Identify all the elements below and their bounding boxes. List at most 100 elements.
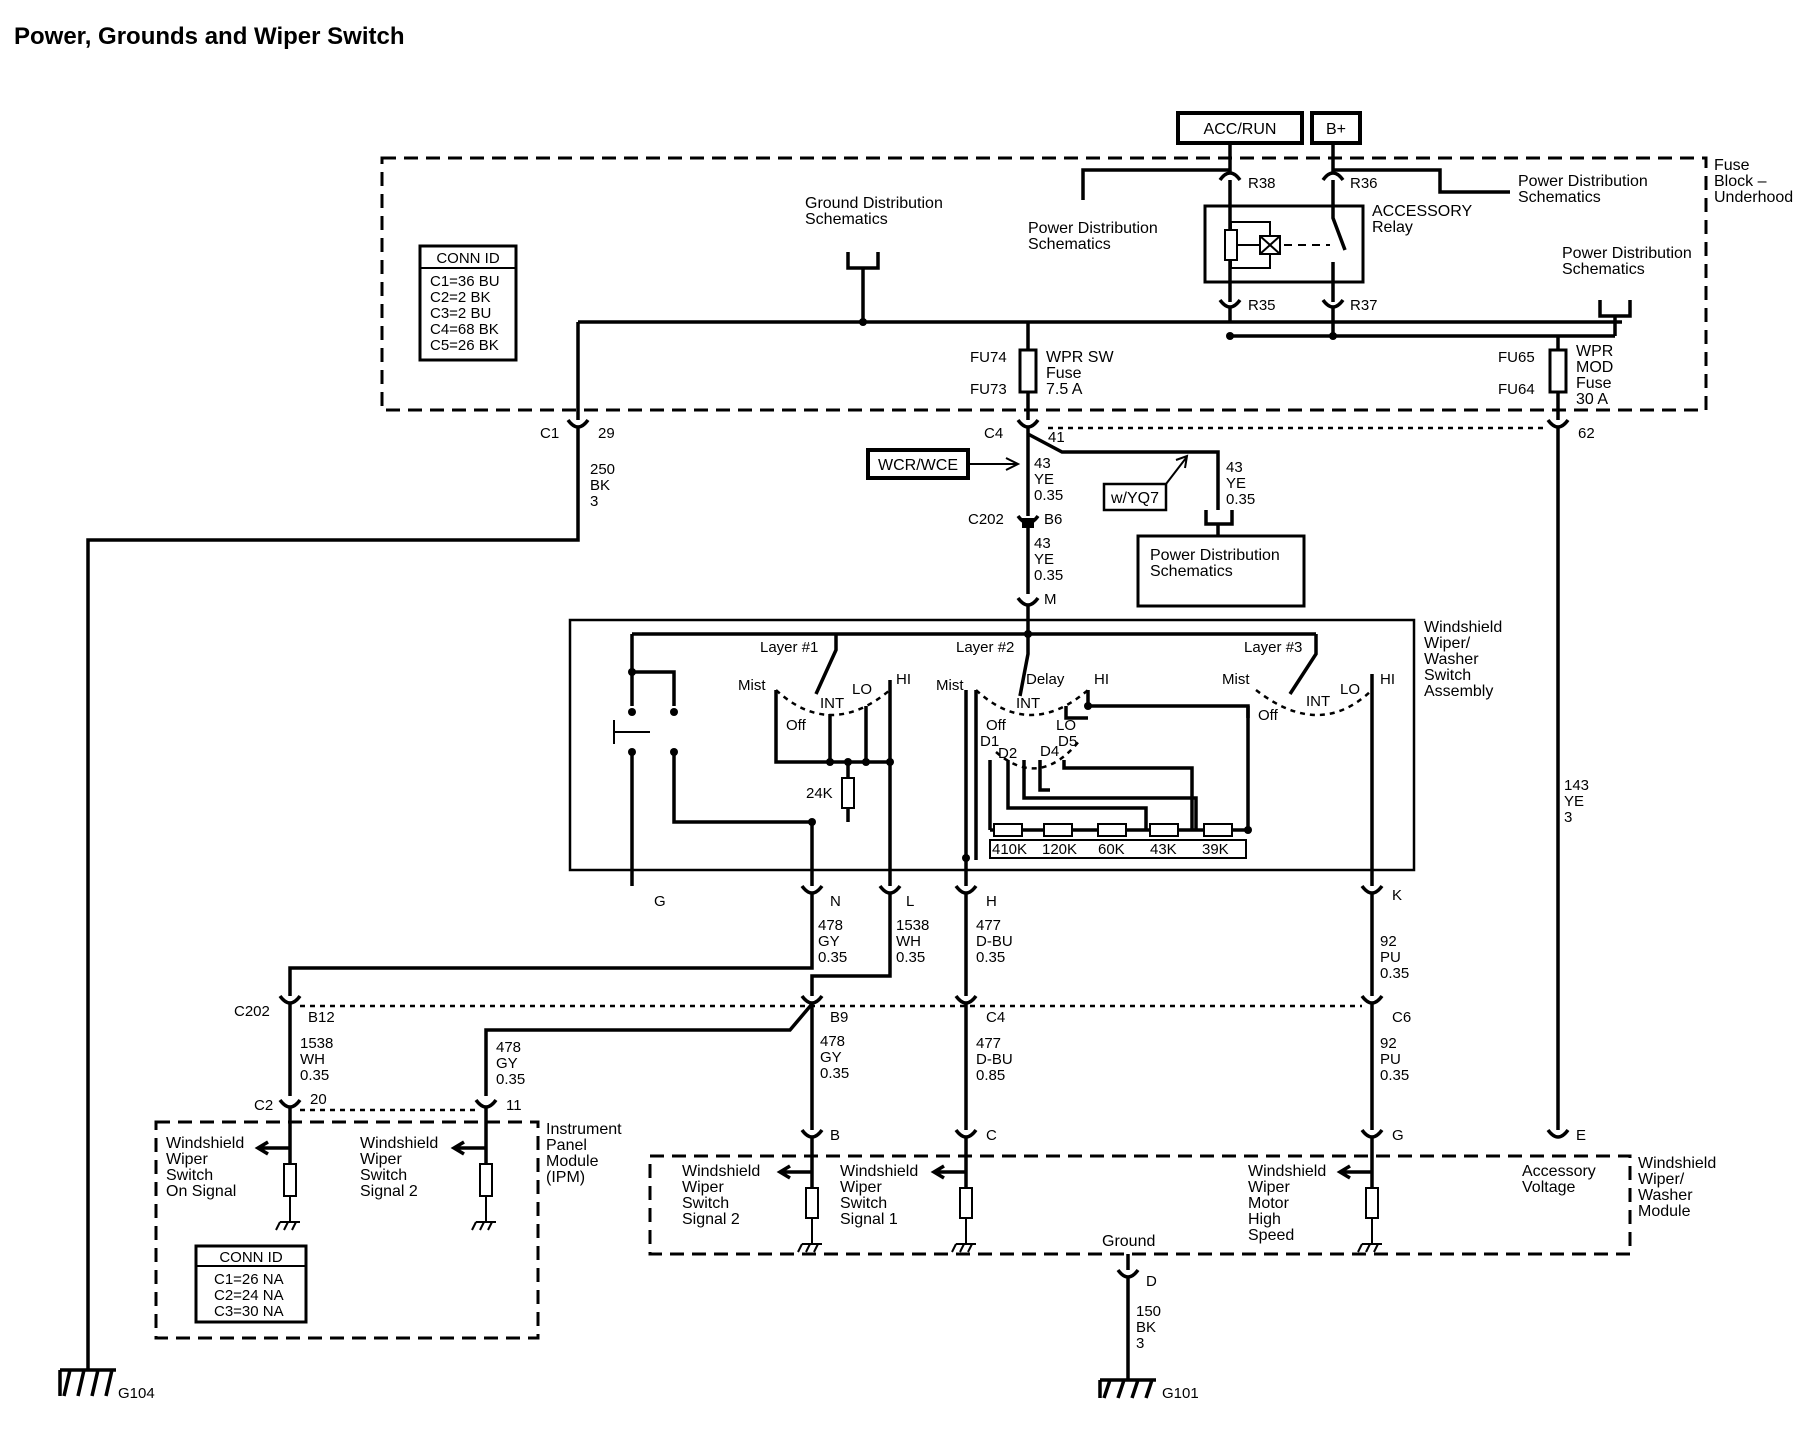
ground-dist-link <box>846 252 880 322</box>
svg-text:7.5 A: 7.5 A <box>1046 381 1083 398</box>
svg-text:3: 3 <box>1136 1335 1144 1352</box>
svg-text:LO: LO <box>1056 717 1076 734</box>
svg-text:Layer #1: Layer #1 <box>760 639 818 656</box>
svg-text:B: B <box>830 1127 840 1144</box>
svg-text:YE: YE <box>1564 793 1584 810</box>
svg-text:Wiper: Wiper <box>1248 1179 1290 1196</box>
svg-text:Layer #3: Layer #3 <box>1244 639 1302 656</box>
svg-text:FU65: FU65 <box>1498 349 1535 366</box>
page-title: Power, Grounds and Wiper Switch <box>14 23 405 50</box>
svg-text:High: High <box>1248 1211 1281 1228</box>
ground-g104: G104 <box>118 1385 155 1402</box>
svg-text:0.35: 0.35 <box>1034 487 1063 504</box>
svg-text:Wiper: Wiper <box>840 1179 882 1196</box>
svg-text:C2=24 NA: C2=24 NA <box>214 1287 284 1304</box>
b-plus-box <box>1310 111 1362 145</box>
svg-text:D1: D1 <box>980 733 999 750</box>
svg-text:Mist: Mist <box>738 677 766 694</box>
svg-text:D2: D2 <box>998 745 1017 762</box>
svg-text:C6: C6 <box>1392 1009 1411 1026</box>
svg-text:INT: INT <box>1016 695 1040 712</box>
module-signal-2: Windshield Wiper Switch Signal 2 <box>682 1136 822 1253</box>
svg-text:Mist: Mist <box>936 677 964 694</box>
pd-ref-left-2: Schematics <box>1028 236 1111 253</box>
ipm-module <box>154 1120 540 1340</box>
svg-text:FU64: FU64 <box>1498 381 1535 398</box>
pin-r38: R38 <box>1248 175 1276 192</box>
svg-text:Mist: Mist <box>1222 671 1250 688</box>
svg-text:Windshield: Windshield <box>1424 619 1502 636</box>
module-ground-label: Ground <box>1102 1233 1155 1250</box>
svg-text:0.35: 0.35 <box>896 949 925 966</box>
svg-text:Signal 2: Signal 2 <box>682 1211 740 1228</box>
fuse-block-outline <box>380 156 1708 412</box>
svg-text:0.85: 0.85 <box>976 1067 1005 1084</box>
svg-text:Fuse: Fuse <box>1576 375 1612 392</box>
svg-text:Off: Off <box>986 717 1007 734</box>
svg-text:MOD: MOD <box>1576 359 1613 376</box>
svg-text:1538: 1538 <box>300 1035 333 1052</box>
ground-dist-ref-1: Ground Distribution <box>805 195 943 212</box>
svg-text:11: 11 <box>506 1097 522 1114</box>
svg-text:C1=36 BU: C1=36 BU <box>430 273 500 290</box>
svg-text:39K: 39K <box>1202 841 1229 858</box>
svg-text:C4: C4 <box>986 1009 1005 1026</box>
svg-text:Windshield: Windshield <box>166 1135 244 1152</box>
svg-text:0.35: 0.35 <box>818 949 847 966</box>
svg-text:E: E <box>1576 1127 1586 1144</box>
svg-text:Module: Module <box>1638 1203 1691 1220</box>
svg-text:0.35: 0.35 <box>300 1067 329 1084</box>
module-signal-1: Windshield Wiper Switch Signal 1 <box>840 1136 976 1253</box>
svg-text:C1: C1 <box>540 425 559 442</box>
svg-text:HI: HI <box>1094 671 1109 688</box>
svg-text:LO: LO <box>1340 681 1360 698</box>
svg-text:Windshield: Windshield <box>682 1163 760 1180</box>
svg-text:YE: YE <box>1226 475 1246 492</box>
svg-text:H: H <box>986 893 997 910</box>
svg-text:INT: INT <box>1306 693 1330 710</box>
svg-text:Windshield: Windshield <box>1638 1155 1716 1172</box>
svg-text:150: 150 <box>1136 1303 1161 1320</box>
svg-text:Wiper/: Wiper/ <box>1638 1171 1685 1188</box>
svg-text:C: C <box>986 1127 997 1144</box>
svg-text:M: M <box>1044 591 1057 608</box>
svg-text:Switch: Switch <box>360 1167 407 1184</box>
svg-text:Power Distribution: Power Distribution <box>1150 547 1280 564</box>
svg-text:43: 43 <box>1034 455 1051 472</box>
svg-text:On Signal: On Signal <box>166 1183 236 1200</box>
svg-text:Signal 2: Signal 2 <box>360 1183 418 1200</box>
pd-ref-right-1: Power Distribution <box>1518 173 1648 190</box>
svg-text:D4: D4 <box>1040 743 1059 760</box>
svg-text:WH: WH <box>300 1051 325 1068</box>
svg-text:Speed: Speed <box>1248 1227 1294 1244</box>
svg-text:62: 62 <box>1578 425 1595 442</box>
svg-text:Delay: Delay <box>1026 671 1065 688</box>
svg-text:N: N <box>830 893 841 910</box>
svg-text:120K: 120K <box>1042 841 1077 858</box>
svg-text:478: 478 <box>820 1033 845 1050</box>
svg-text:30 A: 30 A <box>1576 391 1608 408</box>
fuse-block-label-3: Underhood <box>1714 189 1793 206</box>
svg-text:477: 477 <box>976 1035 1001 1052</box>
svg-text:478: 478 <box>496 1039 521 1056</box>
svg-text:Panel: Panel <box>546 1137 587 1154</box>
module-high-speed: Windshield Wiper Motor High Speed <box>1248 1136 1382 1253</box>
svg-text:Motor: Motor <box>1248 1195 1290 1212</box>
wpr-sw-fuse <box>1018 348 1038 394</box>
svg-text:C202: C202 <box>968 511 1004 528</box>
svg-text:Washer: Washer <box>1638 1187 1693 1204</box>
ipm-conn-id-table: CONN ID C1=26 NA C2=24 NA C3=30 NA <box>194 1244 308 1324</box>
svg-text:C2=2 BK: C2=2 BK <box>430 289 490 306</box>
svg-text:D-BU: D-BU <box>976 933 1013 950</box>
ground-g101-icon <box>1098 1378 1156 1399</box>
wire-c1-250 <box>86 322 590 1370</box>
svg-text:GY: GY <box>496 1055 518 1072</box>
svg-text:WPR SW: WPR SW <box>1046 349 1114 366</box>
svg-text:INT: INT <box>820 695 844 712</box>
svg-text:24K: 24K <box>806 785 833 802</box>
svg-text:Washer: Washer <box>1424 651 1479 668</box>
svg-text:0.35: 0.35 <box>1380 965 1409 982</box>
svg-text:B12: B12 <box>308 1009 335 1026</box>
accessory-relay-label-1: ACCESSORY <box>1372 203 1473 220</box>
